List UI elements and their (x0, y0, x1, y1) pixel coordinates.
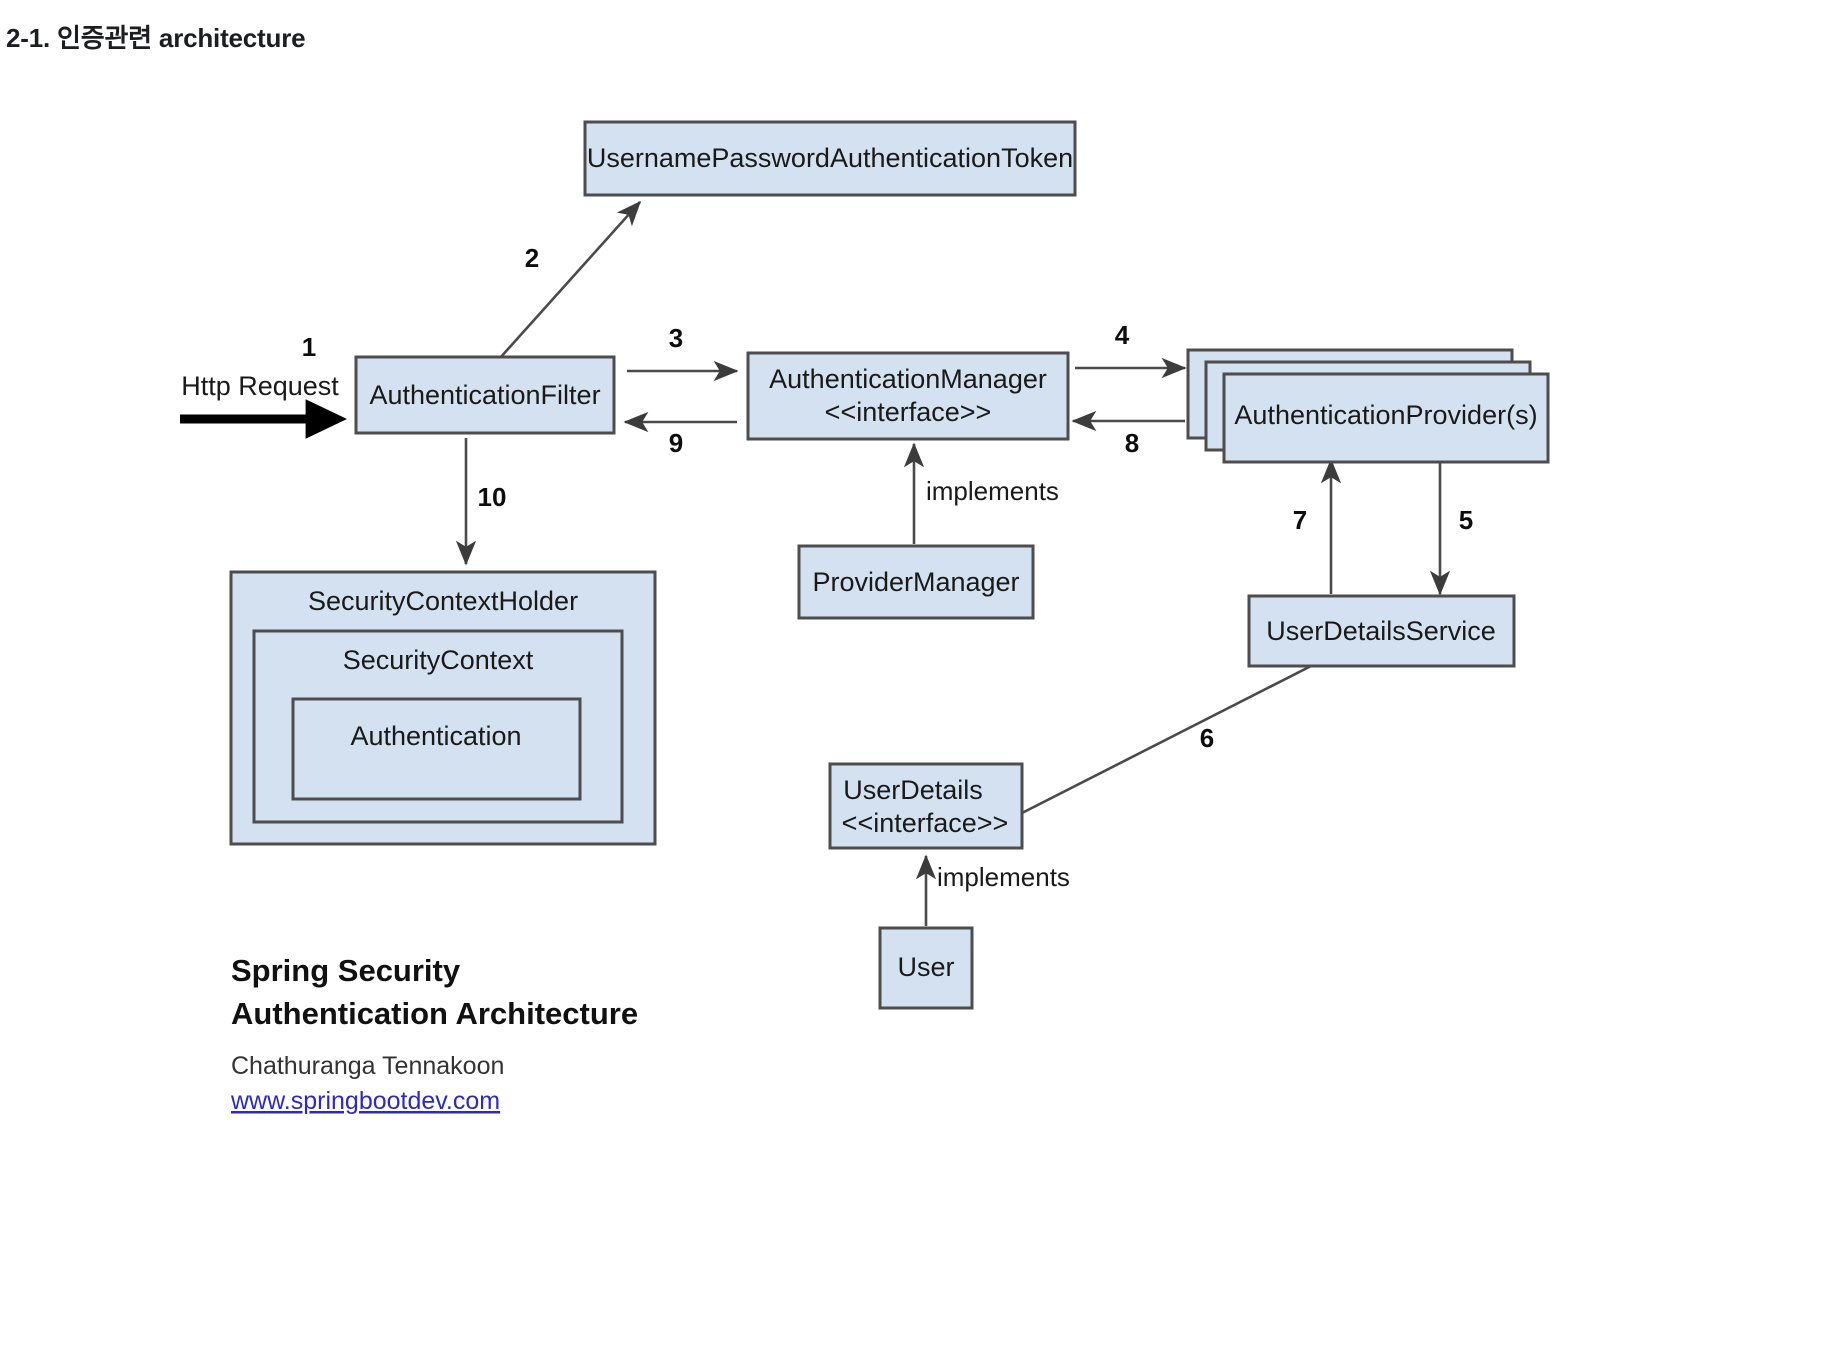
node-label: User (897, 952, 954, 982)
flow-number-8: 8 (1125, 428, 1139, 458)
flow-number-7: 7 (1293, 505, 1307, 535)
flow-number-6: 6 (1200, 723, 1214, 753)
node-authentication-providers[interactable]: AuthenticationProvider(s) (1186, 348, 1550, 464)
implements-label-userdetails: implements (937, 862, 1070, 892)
node-authentication-filter[interactable]: AuthenticationFilter (354, 355, 616, 435)
node-authentication[interactable]: Authentication (291, 697, 582, 801)
credits-title-line1: Spring Security (231, 953, 461, 988)
node-label: SecurityContextHolder (308, 586, 578, 616)
http-request-label: Http Request (181, 371, 339, 401)
flow-number-10: 10 (478, 482, 507, 512)
credits-block: Spring Security Authentication Architect… (230, 953, 638, 1115)
node-label: UsernamePasswordAuthenticationToken (587, 143, 1073, 173)
node-label-line1: AuthenticationManager (769, 364, 1047, 394)
node-label: Authentication (350, 721, 521, 751)
node-security-context[interactable]: SecurityContext Authentication (252, 629, 624, 824)
edge-6-userdetails-to-userdetailsservice (1021, 664, 1312, 815)
credits-author: Chathuranga Tennakoon (231, 1052, 504, 1080)
node-label-line2: <<interface>> (825, 397, 992, 427)
credits-website-link[interactable]: www.springbootdev.com (230, 1087, 500, 1115)
node-label: UserDetailsService (1266, 616, 1496, 646)
credits-title-line2: Authentication Architecture (231, 996, 638, 1031)
flow-number-9: 9 (669, 428, 683, 458)
flow-number-5: 5 (1459, 505, 1473, 535)
architecture-diagram: UsernamePasswordAuthenticationToken Auth… (0, 66, 1840, 1348)
node-authentication-manager[interactable]: AuthenticationManager <<interface>> (746, 351, 1070, 441)
node-security-context-holder[interactable]: SecurityContextHolder SecurityContext Au… (229, 570, 657, 846)
node-user-details-service[interactable]: UserDetailsService (1247, 594, 1516, 668)
implements-label-manager: implements (926, 476, 1059, 506)
page-title: 2-1. 인증관련 architecture (6, 23, 306, 53)
node-user-details[interactable]: UserDetails <<interface>> (828, 762, 1024, 850)
node-label: AuthenticationFilter (369, 380, 600, 410)
node-provider-manager[interactable]: ProviderManager (797, 544, 1035, 620)
node-user[interactable]: User (878, 926, 974, 1010)
flow-number-2: 2 (525, 243, 539, 273)
flow-number-4: 4 (1115, 320, 1130, 350)
edge-2-filter-to-token (499, 200, 642, 359)
flow-number-3: 3 (669, 323, 683, 353)
flow-number-1: 1 (302, 332, 316, 362)
node-label: ProviderManager (812, 567, 1019, 597)
node-label: SecurityContext (343, 645, 534, 675)
node-username-password-authentication-token[interactable]: UsernamePasswordAuthenticationToken (583, 120, 1077, 197)
node-label: AuthenticationProvider(s) (1234, 400, 1537, 430)
node-label-line2: <<interface>> (842, 808, 1009, 838)
node-label-line1: UserDetails (843, 775, 983, 805)
